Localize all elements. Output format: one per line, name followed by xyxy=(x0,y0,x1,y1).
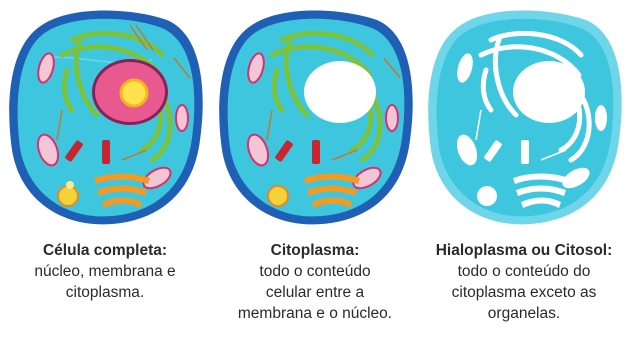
caption-cytosol: Hialoplasma ou Citosol: todo o conteúdo … xyxy=(419,240,629,324)
golgi-apparatus xyxy=(94,174,150,209)
complete-cell-illustration xyxy=(2,0,208,232)
caption-cytoplasm: Citoplasma: todo o conteúdo celular entr… xyxy=(210,240,420,324)
lysosomes xyxy=(268,186,288,206)
nucleus-removed xyxy=(304,61,376,123)
cytoplasm-illustration xyxy=(212,0,418,232)
cytosol-illustration xyxy=(421,0,627,232)
caption-title: Citoplasma: xyxy=(210,240,420,261)
caption-line: membrana e o núcleo. xyxy=(210,303,420,324)
caption-line: organelas. xyxy=(419,303,629,324)
golgi-apparatus xyxy=(304,174,360,209)
caption-title: Célula completa: xyxy=(0,240,210,261)
caption-line: citoplasma exceto as xyxy=(419,282,629,303)
panel-cytoplasm: Citoplasma: todo o conteúdo celular entr… xyxy=(210,0,420,340)
caption-line: núcleo, membrana e xyxy=(0,261,210,282)
panel-complete-cell: Célula completa: núcleo, membrana e cito… xyxy=(0,0,210,340)
caption-title: Hialoplasma ou Citosol: xyxy=(419,240,629,261)
nucleolus xyxy=(121,80,147,106)
caption-line: citoplasma. xyxy=(0,282,210,303)
caption-complete-cell: Célula completa: núcleo, membrana e cito… xyxy=(0,240,210,303)
caption-line: celular entre a xyxy=(210,282,420,303)
panel-cytosol: Hialoplasma ou Citosol: todo o conteúdo … xyxy=(419,0,629,340)
caption-line: todo o conteúdo xyxy=(210,261,420,282)
caption-line: todo o conteúdo do xyxy=(419,261,629,282)
